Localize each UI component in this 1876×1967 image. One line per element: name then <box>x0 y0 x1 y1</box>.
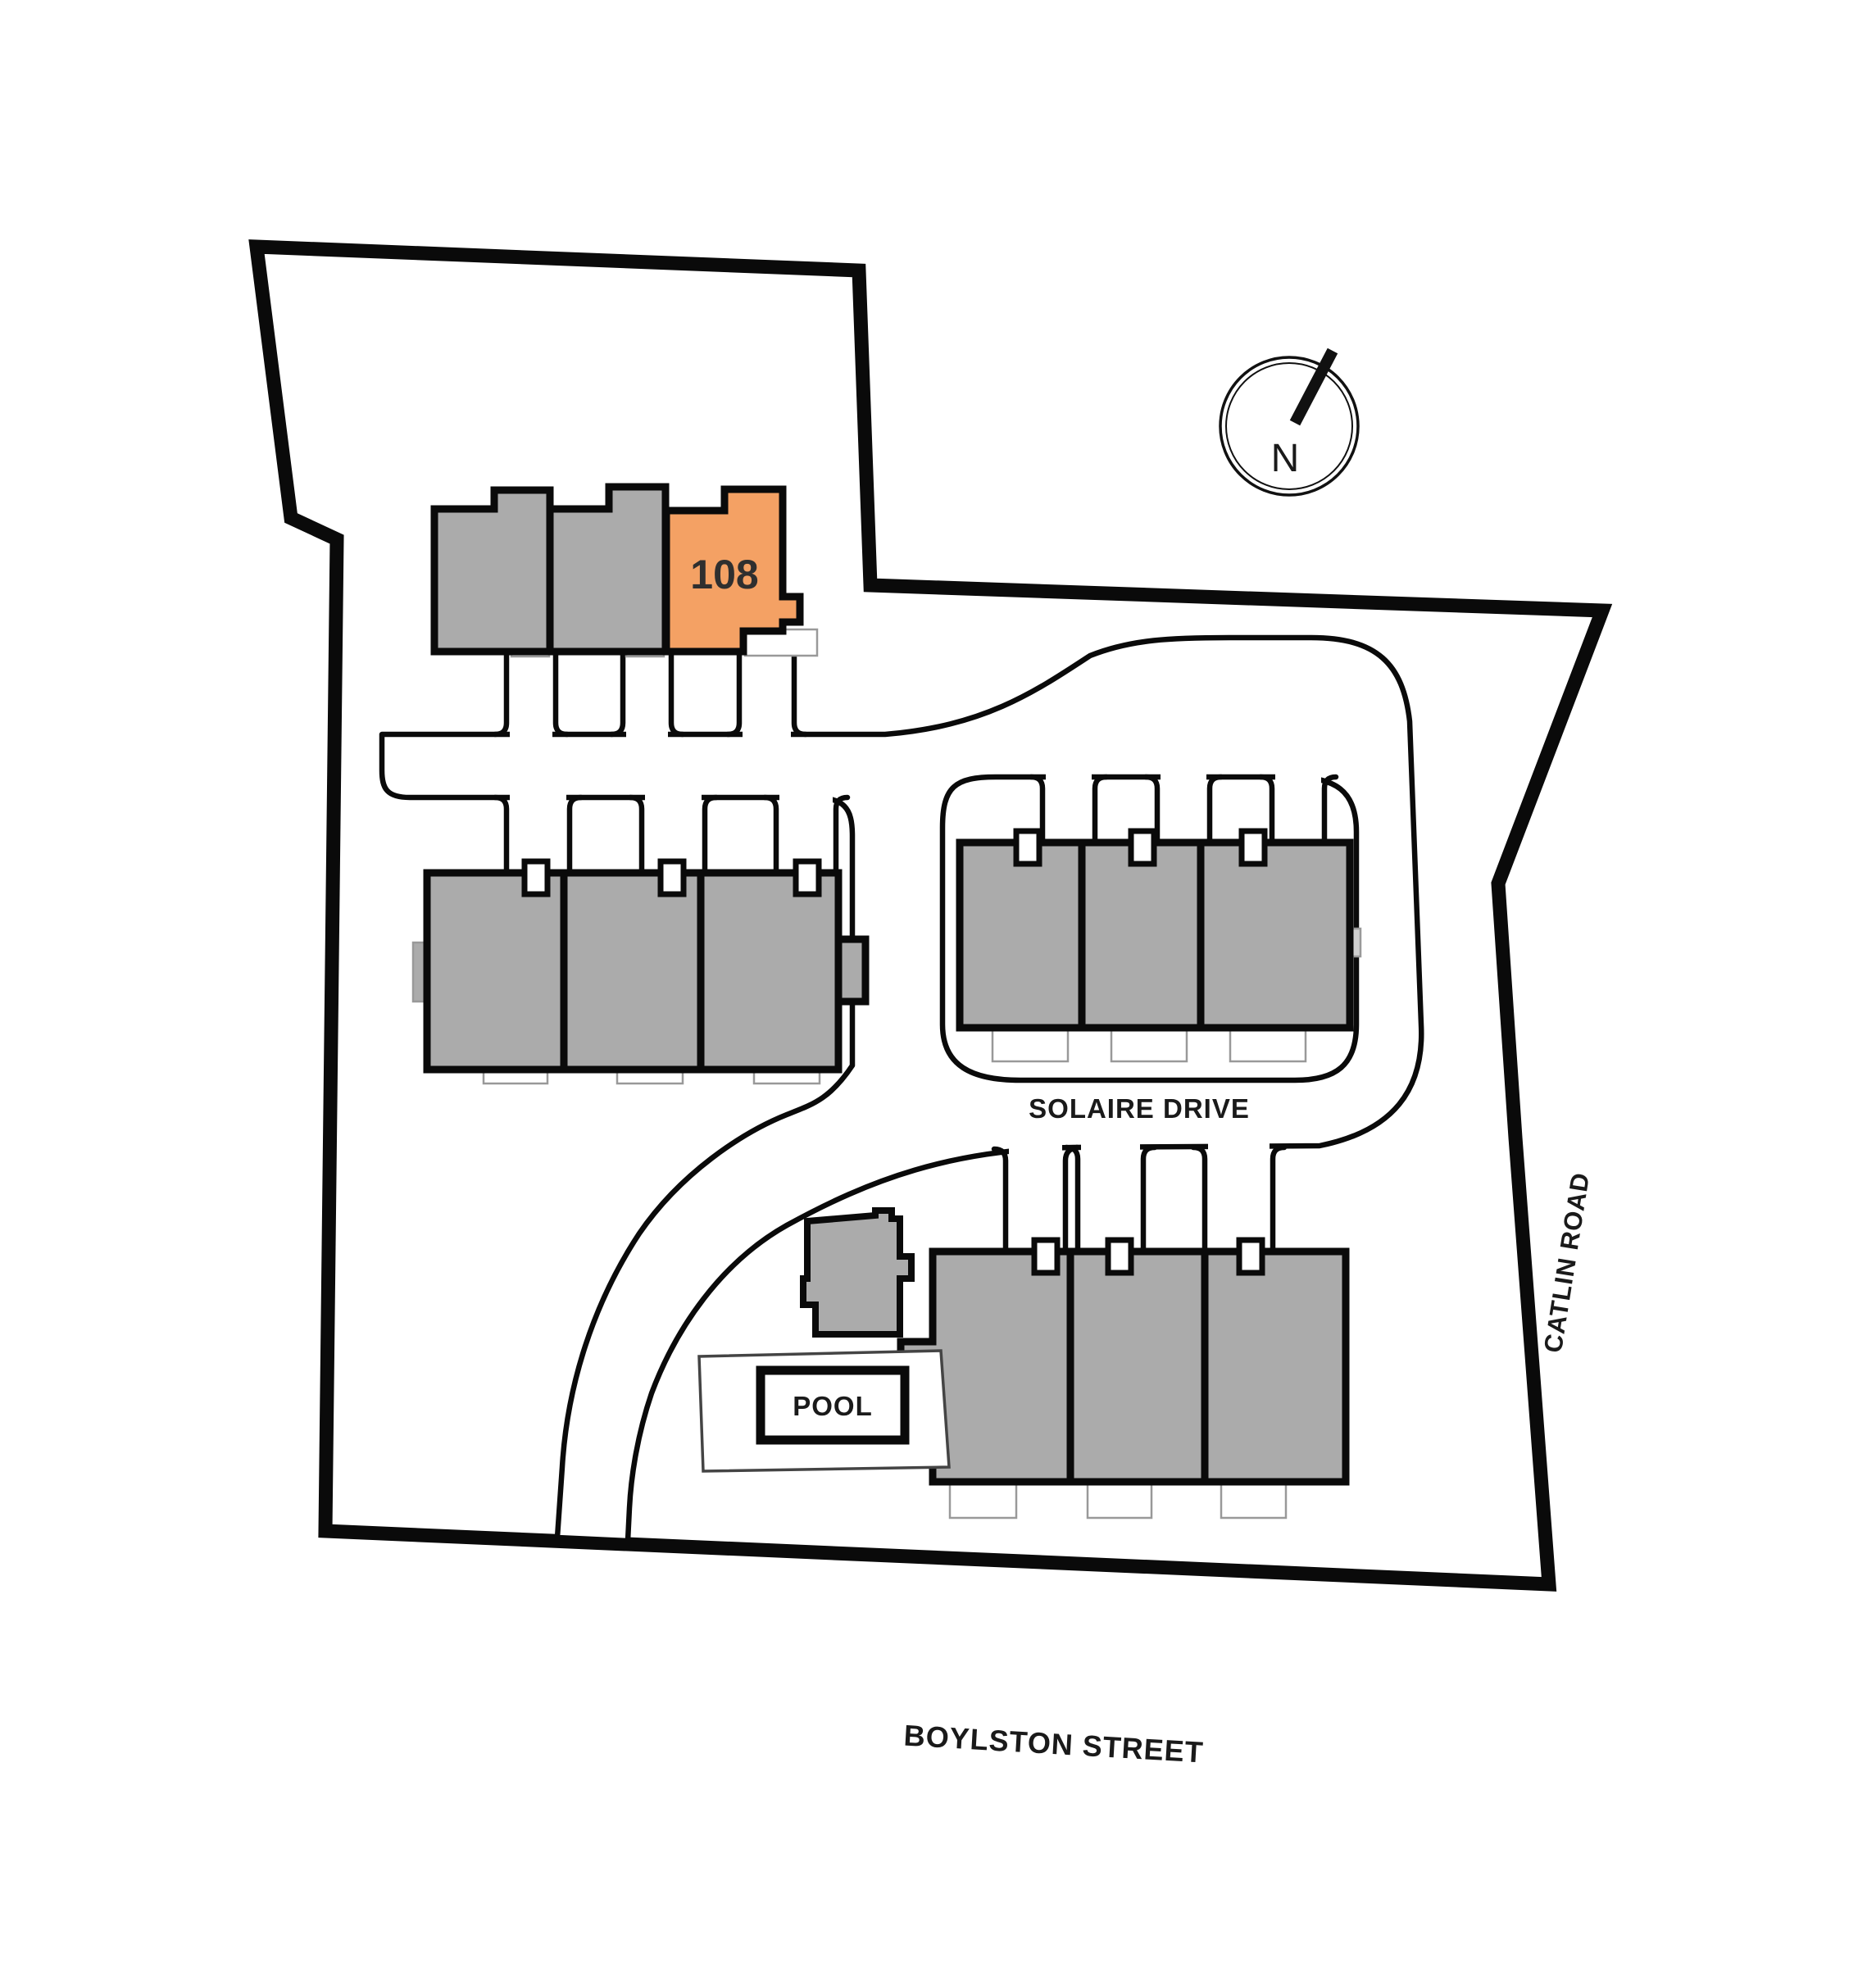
unit-row4-2 <box>1066 1247 1209 1486</box>
cluster-bottom <box>897 1247 1350 1486</box>
compass-north-label: N <box>1271 437 1300 480</box>
cluster-top-left <box>430 483 804 656</box>
driveway-stubs <box>492 629 1339 1256</box>
unit-row3-3 <box>1197 838 1354 1032</box>
unit-gray-2 <box>546 483 670 656</box>
street-label-solaire: SOLAIRE DRIVE <box>1029 1093 1250 1124</box>
cluster-middle-right <box>956 838 1354 1032</box>
compass-outer-ring <box>1219 356 1360 497</box>
cluster-middle-left <box>423 869 870 1074</box>
unit-row2-1 <box>423 869 568 1074</box>
unit-108[interactable] <box>662 485 804 656</box>
pool <box>756 1365 910 1445</box>
compass-inner-ring <box>1225 362 1353 490</box>
street-label-catlin: CATLIN ROAD <box>1538 1170 1595 1355</box>
unit-gray-1 <box>430 486 554 656</box>
unit-row2-2 <box>560 869 705 1074</box>
street-label-boylston: BOYLSTON STREET <box>903 1719 1205 1769</box>
unit-row3-2 <box>1078 838 1205 1032</box>
pool-label: POOL <box>793 1391 873 1421</box>
unit-108-label: 108 <box>690 552 758 597</box>
compass: N <box>1219 348 1360 497</box>
internal-road-network <box>379 634 1424 1544</box>
unit-row2-3 <box>697 869 843 1074</box>
unit-entry-notches <box>521 828 1268 1276</box>
unit-row3-1 <box>956 838 1086 1032</box>
clubhouse <box>800 1207 915 1338</box>
unit-row4-3 <box>1201 1247 1350 1486</box>
compass-needle-icon <box>1289 348 1338 426</box>
